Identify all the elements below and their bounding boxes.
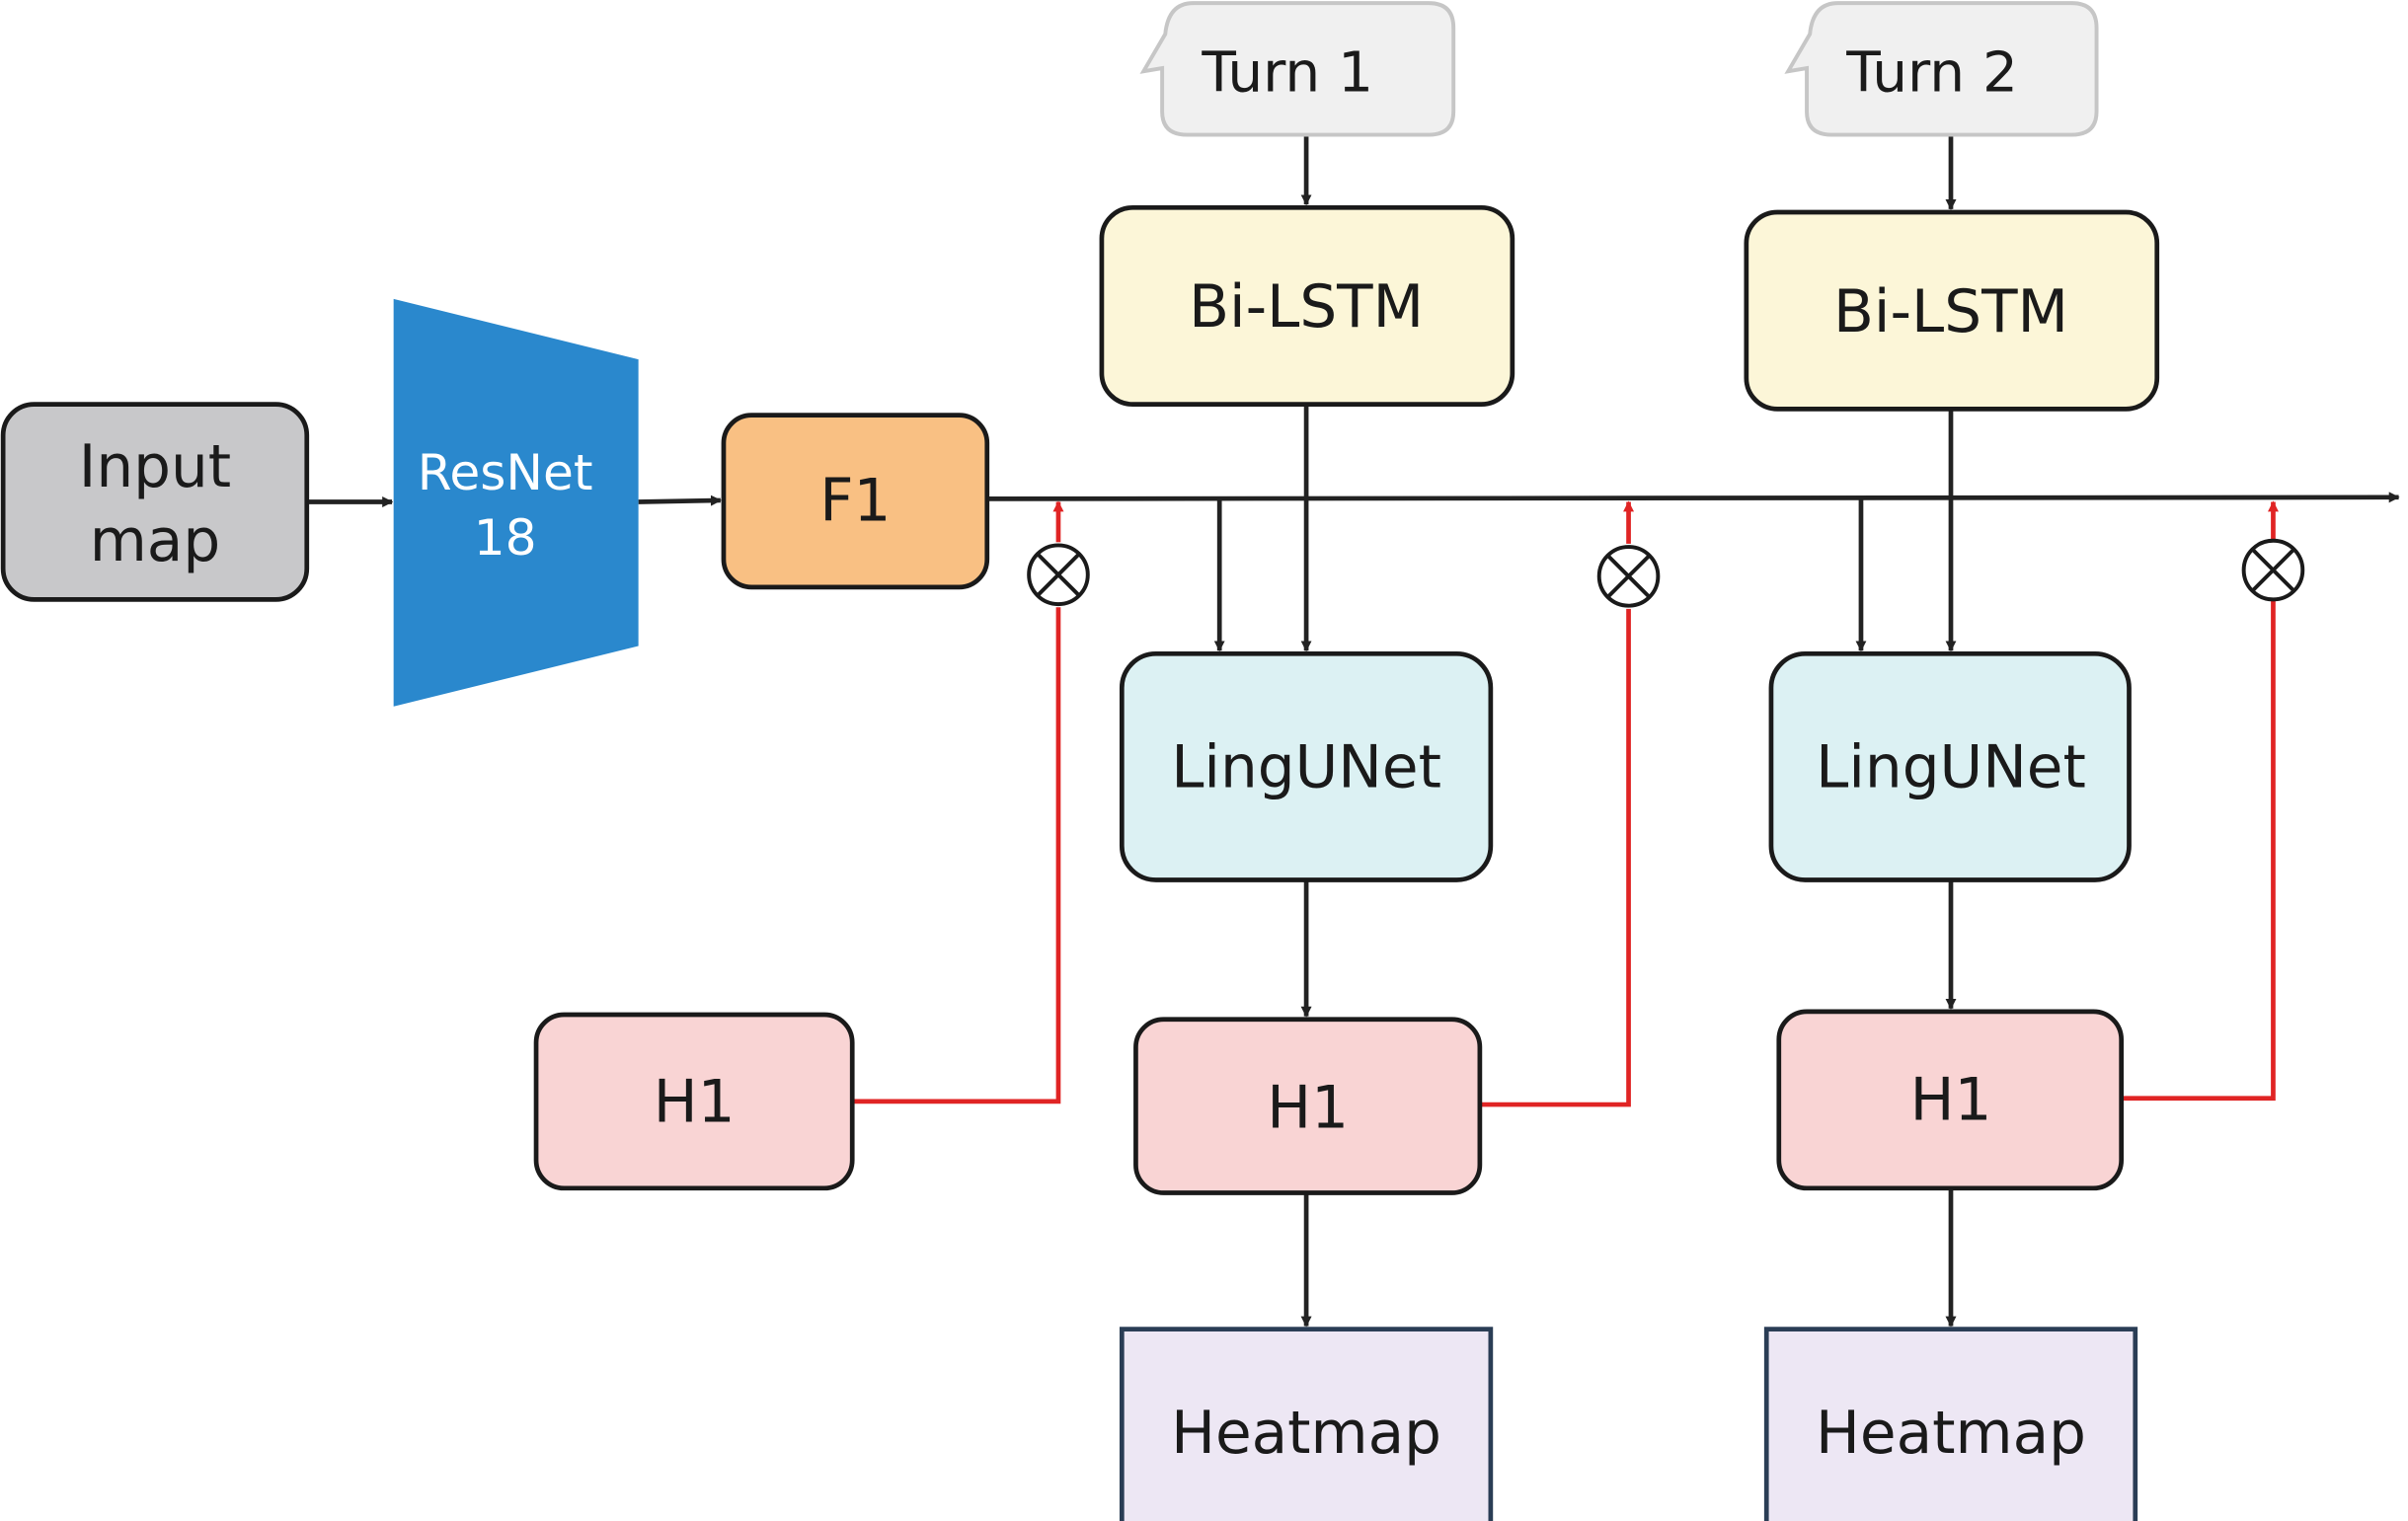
h1-turn2-node: H1	[1776, 1009, 2124, 1191]
h1-initial-node: H1	[533, 1012, 855, 1191]
h1-turn2-label: H1	[1910, 1067, 1992, 1135]
heatmap1-label: Heatmap	[1171, 1400, 1441, 1468]
resnet-label-line2: 18	[474, 508, 537, 567]
f1-label: F1	[819, 467, 891, 535]
input-map-node: Input map	[0, 402, 310, 602]
black-connectors	[306, 136, 2400, 1328]
bilstm1-node: Bi-LSTM	[1099, 204, 1515, 407]
lingunet2-label: LingUNet	[1816, 733, 2086, 801]
bilstm2-node: Bi-LSTM	[1744, 209, 2160, 412]
lingunet1-label: LingUNet	[1171, 733, 1441, 801]
main-feature-line	[986, 492, 2400, 503]
input-map-label-line1: Input	[79, 433, 231, 501]
bilstm1-label: Bi-LSTM	[1189, 273, 1424, 342]
arrow-h1b-to-multiply2	[1481, 608, 1631, 1107]
heatmap2-node: Heatmap	[1763, 1327, 2138, 1521]
red-connectors	[853, 500, 2279, 1107]
lingunet1-node: LingUNet	[1119, 650, 1494, 882]
h1-turn1-node: H1	[1133, 1017, 1483, 1195]
resnet-encoder-node: ResNet 18	[393, 298, 639, 707]
heatmap1-node: Heatmap	[1119, 1327, 1494, 1521]
turn1-speech-bubble: Turn 1	[1139, 1, 1456, 137]
resnet-label-line1: ResNet	[418, 443, 593, 501]
h1-turn1-label: H1	[1267, 1075, 1349, 1143]
arrow-resnet-to-f1	[638, 494, 722, 506]
bilstm2-label: Bi-LSTM	[1833, 278, 2068, 346]
arrow-h1c-to-multiply3	[2123, 600, 2276, 1102]
turn1-label: Turn 1	[1201, 41, 1373, 106]
otimes-icon	[1027, 543, 1090, 607]
arrow-h1a-to-multiply1	[853, 607, 1061, 1104]
otimes-icon	[2241, 538, 2305, 602]
turn2-speech-bubble: Turn 2	[1784, 1, 2099, 137]
otimes-icon	[1596, 545, 1661, 608]
lingunet2-node: LingUNet	[1768, 650, 2132, 882]
f1-node: F1	[721, 413, 990, 590]
turn2-label: Turn 2	[1845, 41, 2018, 106]
h1-initial-label: H1	[654, 1068, 736, 1136]
heatmap2-label: Heatmap	[1816, 1400, 2086, 1468]
input-map-label-line2: map	[90, 507, 220, 575]
